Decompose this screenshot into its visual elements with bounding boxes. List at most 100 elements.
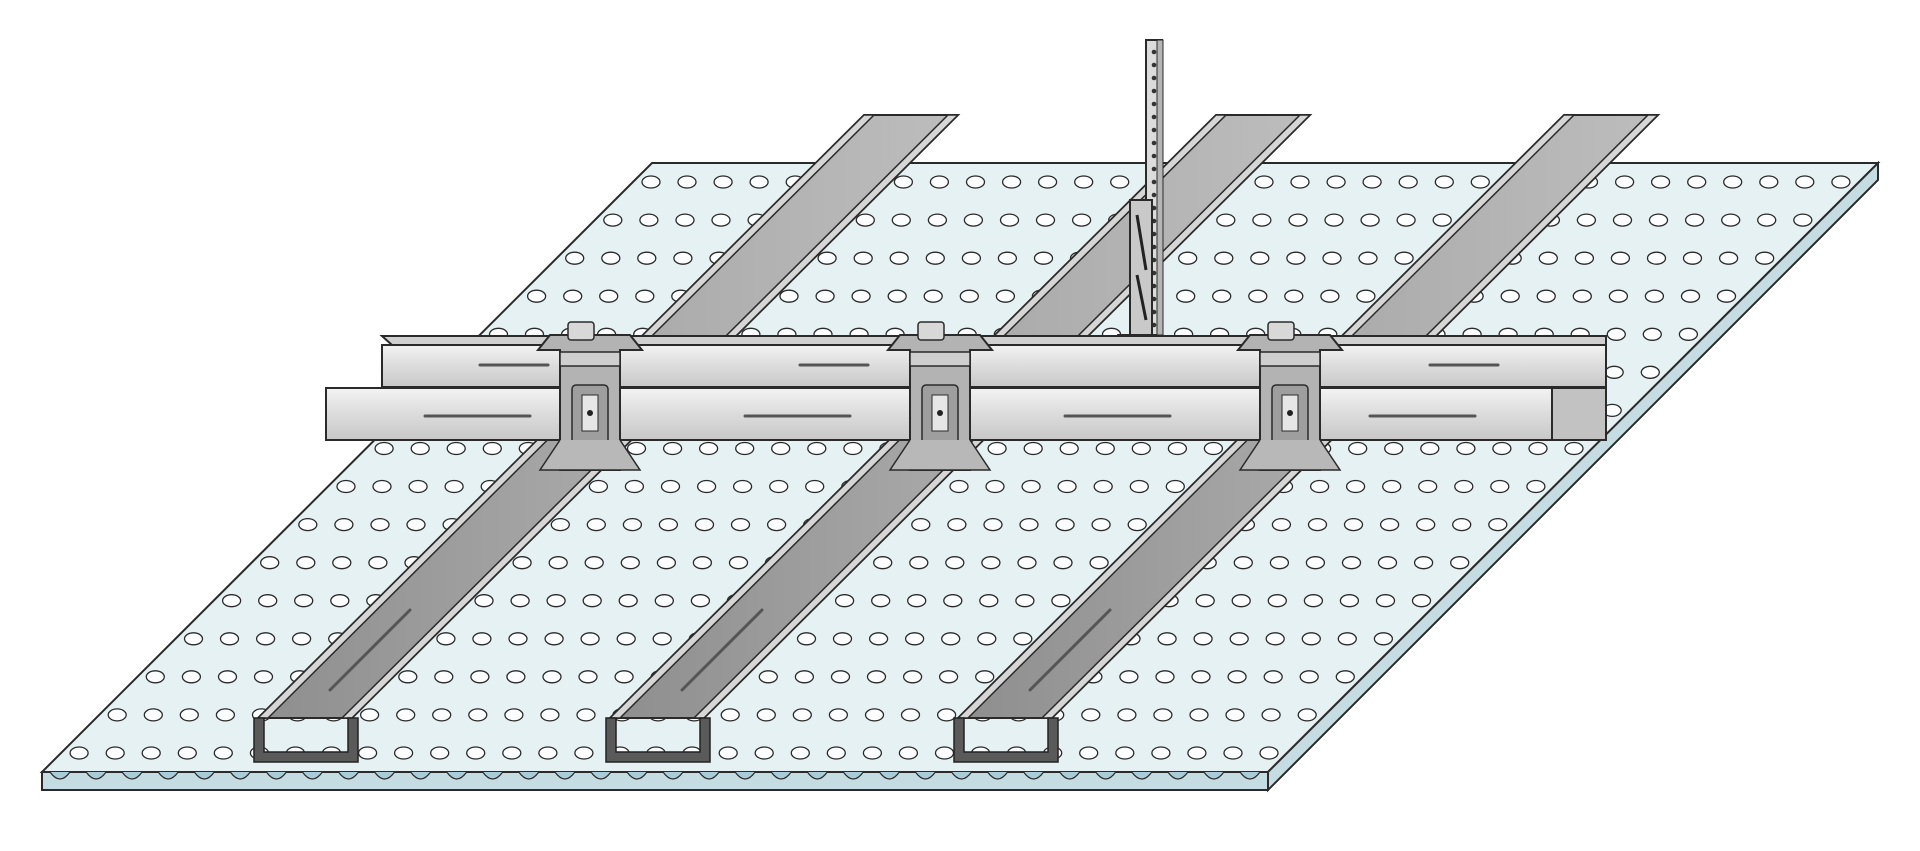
- board-edge-perforation: [49, 771, 71, 780]
- board-perforation: [217, 670, 238, 684]
- board-perforation: [673, 251, 693, 265]
- board-perforation: [1337, 632, 1357, 646]
- board-perforation: [1212, 289, 1232, 303]
- board-perforation: [550, 517, 570, 532]
- board-perforation: [983, 517, 1003, 532]
- board-perforation: [1384, 441, 1404, 456]
- board-perforation: [1716, 289, 1737, 303]
- board-edge-perforation: [626, 771, 648, 780]
- board-perforation: [504, 708, 524, 722]
- board-perforation: [69, 746, 89, 760]
- board-perforation: [771, 441, 791, 456]
- board-perforation: [1307, 517, 1328, 532]
- board-perforation: [215, 708, 236, 722]
- board-perforation: [540, 708, 560, 722]
- board-edge-perforation: [410, 771, 432, 780]
- board-perforation: [1644, 289, 1665, 303]
- board-perforation: [253, 670, 274, 684]
- board-perforation: [622, 517, 643, 532]
- board-perforation: [900, 708, 921, 722]
- board-perforation: [652, 632, 672, 646]
- board-perforation: [510, 594, 530, 608]
- board-perforation: [538, 746, 558, 760]
- board-perforation: [1324, 213, 1344, 227]
- board-perforation: [1640, 365, 1660, 379]
- board-perforation: [1053, 556, 1073, 570]
- board-perforation: [1079, 746, 1099, 760]
- board-perforation: [1093, 479, 1113, 494]
- board-edge-perforation: [914, 771, 936, 780]
- board-perforation: [1297, 708, 1317, 722]
- board-perforation: [398, 670, 418, 684]
- board-perforation: [374, 441, 394, 456]
- cross-connector-2: [885, 321, 995, 471]
- board-perforation: [506, 670, 526, 684]
- board-perforation: [1682, 251, 1703, 265]
- board-edge-perforations: [49, 771, 1261, 780]
- board-perforation: [889, 251, 909, 265]
- board-perforation: [563, 289, 583, 303]
- board-perforation: [728, 556, 749, 570]
- board-perforation: [1723, 175, 1743, 189]
- board-perforation: [1165, 479, 1185, 494]
- board-perforation: [406, 517, 426, 532]
- board-perforation: [1572, 289, 1592, 303]
- board-edge-perforation: [157, 771, 179, 780]
- board-edge-perforation: [554, 771, 576, 780]
- board-perforation: [790, 746, 810, 760]
- board-perforation: [502, 746, 522, 760]
- board-perforation: [1055, 517, 1075, 532]
- board-perforation: [1373, 632, 1394, 646]
- board-perforation: [1413, 556, 1434, 570]
- board-perforation: [907, 594, 927, 608]
- board-perforation: [853, 251, 873, 265]
- board-perforation: [603, 213, 623, 227]
- board-perforation: [677, 175, 697, 189]
- board-perforation: [580, 632, 600, 646]
- board-perforation: [601, 251, 621, 265]
- board-perforation: [832, 632, 853, 646]
- board-perforation: [1343, 517, 1364, 532]
- board-perforation: [1612, 213, 1633, 227]
- board-perforation: [255, 632, 276, 646]
- board-perforation: [1470, 175, 1490, 189]
- board-perforation: [294, 594, 314, 608]
- board-perforation: [941, 632, 961, 646]
- board-perforation: [336, 479, 356, 494]
- board-perforation: [1721, 213, 1741, 227]
- connector-tab: [1267, 321, 1295, 341]
- board-perforation: [730, 517, 751, 532]
- board-edge-perforation: [1239, 771, 1261, 780]
- board-perforation: [1037, 175, 1058, 189]
- board-perforation: [1678, 327, 1699, 341]
- connector-foot: [538, 439, 642, 471]
- hanger-hole: [1151, 88, 1157, 94]
- board-perforation: [963, 213, 984, 227]
- board-perforation: [1358, 251, 1378, 265]
- board-perforation: [868, 632, 889, 646]
- board-perforation: [1432, 213, 1452, 227]
- board-perforation: [959, 289, 979, 303]
- board-perforation: [1167, 441, 1188, 456]
- board-perforation: [1335, 670, 1355, 684]
- board-perforation: [1223, 746, 1243, 760]
- board-edge-perforation: [229, 771, 251, 780]
- board-perforation: [1187, 746, 1207, 760]
- board-perforation: [1051, 594, 1071, 608]
- board-perforation: [1348, 441, 1368, 456]
- board-edge-perforation: [482, 771, 504, 780]
- hanger-hole: [1151, 140, 1157, 146]
- board-perforation: [779, 289, 799, 303]
- board-perforation: [1151, 746, 1171, 760]
- board-perforation: [1831, 175, 1851, 189]
- board-perforation: [654, 594, 674, 608]
- hanger-adjuster-slot: [1135, 274, 1148, 321]
- board-perforation: [357, 746, 378, 760]
- board-perforation: [658, 517, 679, 532]
- board-perforation: [1345, 479, 1366, 494]
- board-perforation: [828, 708, 849, 722]
- board-perforation: [904, 632, 925, 646]
- board-perforation: [1248, 289, 1268, 303]
- board-perforation: [807, 441, 827, 456]
- board-perforation: [574, 746, 594, 760]
